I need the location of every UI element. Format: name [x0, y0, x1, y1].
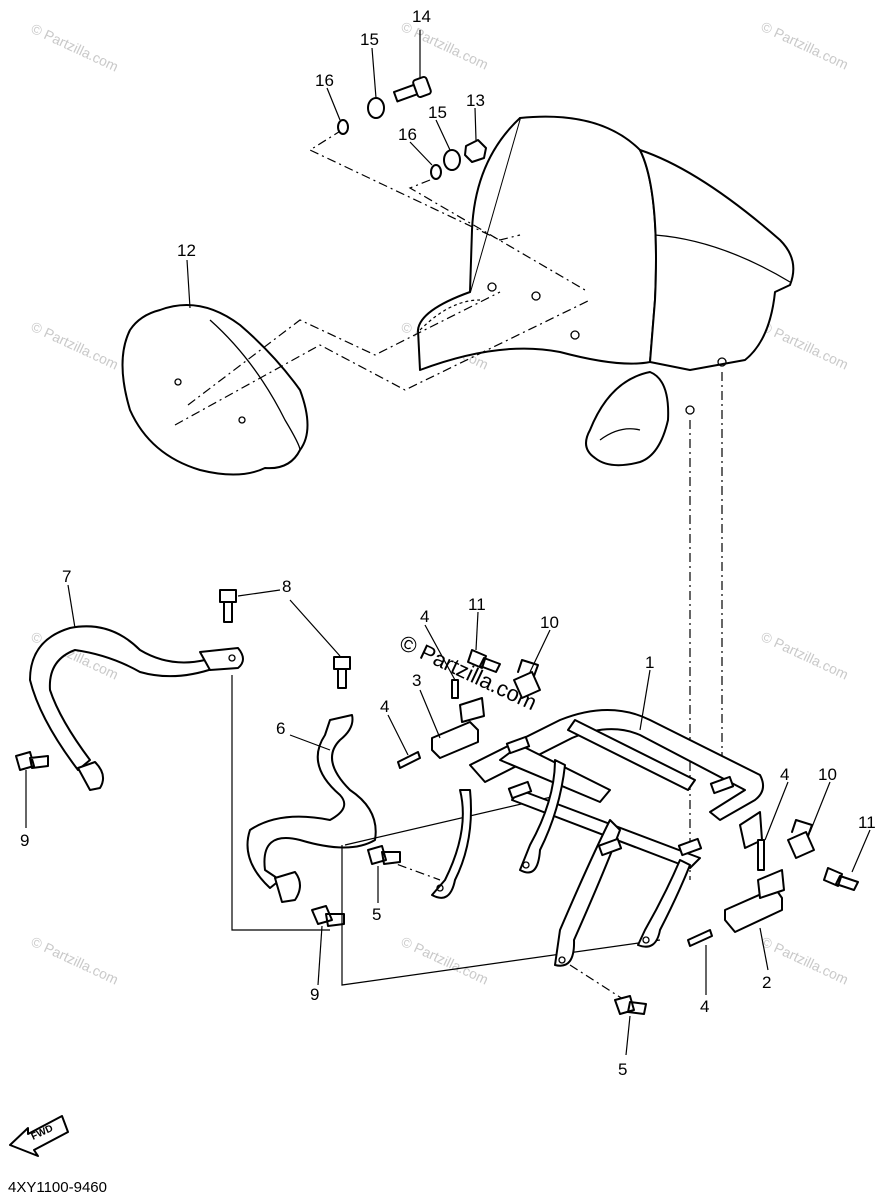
callout-9: 9 [20, 831, 29, 850]
callout-10: 10 [818, 765, 837, 784]
watermark: © Partzilla.com [29, 933, 121, 987]
bracket-2-tab [757, 869, 785, 899]
watermark: © Partzilla.com [29, 20, 121, 74]
small-parts-right [367, 649, 859, 1015]
callout-11: 11 [468, 595, 486, 614]
callout-14: 14 [412, 7, 431, 26]
callout-11: 11 [858, 813, 876, 832]
fwd-arrow-icon: FWD [9, 1115, 69, 1157]
damper-10a [513, 659, 541, 699]
callout-16: 16 [315, 71, 334, 90]
watermark: © Partzilla.com [399, 18, 491, 72]
callout-5: 5 [372, 905, 381, 924]
grab-handle-6 [246, 714, 377, 903]
callout-7: 7 [62, 567, 71, 586]
backrest-pad [121, 304, 309, 476]
hardware-top [337, 75, 487, 180]
callout-16: 16 [398, 125, 417, 144]
callout-2: 2 [762, 973, 771, 992]
bolt-5b [614, 995, 647, 1015]
watermark: © Partzilla.com [29, 318, 121, 372]
callouts: 14 15 16 15 13 16 12 7 8 4 11 10 1 3 4 6… [20, 7, 876, 1079]
grab-handle-7 [29, 625, 244, 791]
leader-lines [25, 30, 871, 1056]
watermark: © Partzilla.com [759, 18, 851, 72]
bolts-left [15, 589, 351, 927]
nut-13 [464, 139, 487, 163]
bracket-2 [724, 887, 783, 933]
part-code: 4XY1100-9460 [8, 1179, 107, 1196]
top-case [417, 115, 795, 467]
callout-15: 15 [428, 103, 447, 122]
watermark: © Partzilla.com [759, 628, 851, 682]
bolt-8a [219, 589, 237, 623]
frame-1 [431, 709, 765, 967]
callout-5: 5 [618, 1060, 627, 1079]
callout-4: 4 [780, 765, 789, 784]
pin-4a [397, 751, 421, 769]
bolt-9a [15, 751, 49, 771]
pin-4b [451, 679, 459, 699]
callout-4: 4 [380, 697, 389, 716]
callout-9: 9 [310, 985, 319, 1004]
bolt-5a [367, 845, 401, 865]
watermark: © Partzilla.com [759, 318, 851, 372]
washer-16b [430, 164, 442, 180]
watermark-group: © Partzilla.com © Partzilla.com © Partzi… [29, 18, 851, 987]
watermark: © Partzilla.com [759, 933, 851, 987]
bracket-3-tab [459, 697, 485, 723]
callout-3: 3 [412, 671, 421, 690]
callout-4: 4 [700, 997, 709, 1016]
callout-12: 12 [177, 241, 196, 260]
bolt-9b [311, 905, 345, 927]
bolt-11a [467, 649, 501, 673]
washer-15b [443, 149, 461, 171]
pin-4c [757, 839, 765, 871]
bolt-11b [823, 867, 859, 891]
washer-15 [367, 97, 385, 119]
callout-10: 10 [540, 613, 559, 632]
watermark: © Partzilla.com [399, 933, 491, 987]
callout-8: 8 [282, 577, 291, 596]
callout-4: 4 [420, 607, 429, 626]
pin-4d [687, 929, 713, 947]
callout-13: 13 [466, 91, 485, 110]
washer-16 [337, 119, 349, 135]
guide-lines-upper [174, 129, 723, 880]
damper-10b [787, 819, 815, 859]
bracket-3 [431, 721, 479, 759]
callout-1: 1 [645, 653, 654, 672]
callout-15: 15 [360, 30, 379, 49]
bolt-14 [392, 75, 432, 103]
callout-6: 6 [276, 719, 285, 738]
bolt-8b [333, 656, 351, 689]
